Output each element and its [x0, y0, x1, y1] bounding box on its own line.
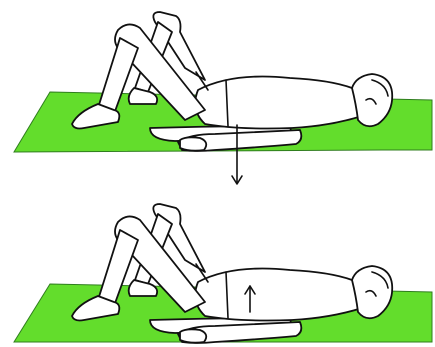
bottom-panel [14, 204, 432, 343]
top-panel [14, 12, 432, 184]
